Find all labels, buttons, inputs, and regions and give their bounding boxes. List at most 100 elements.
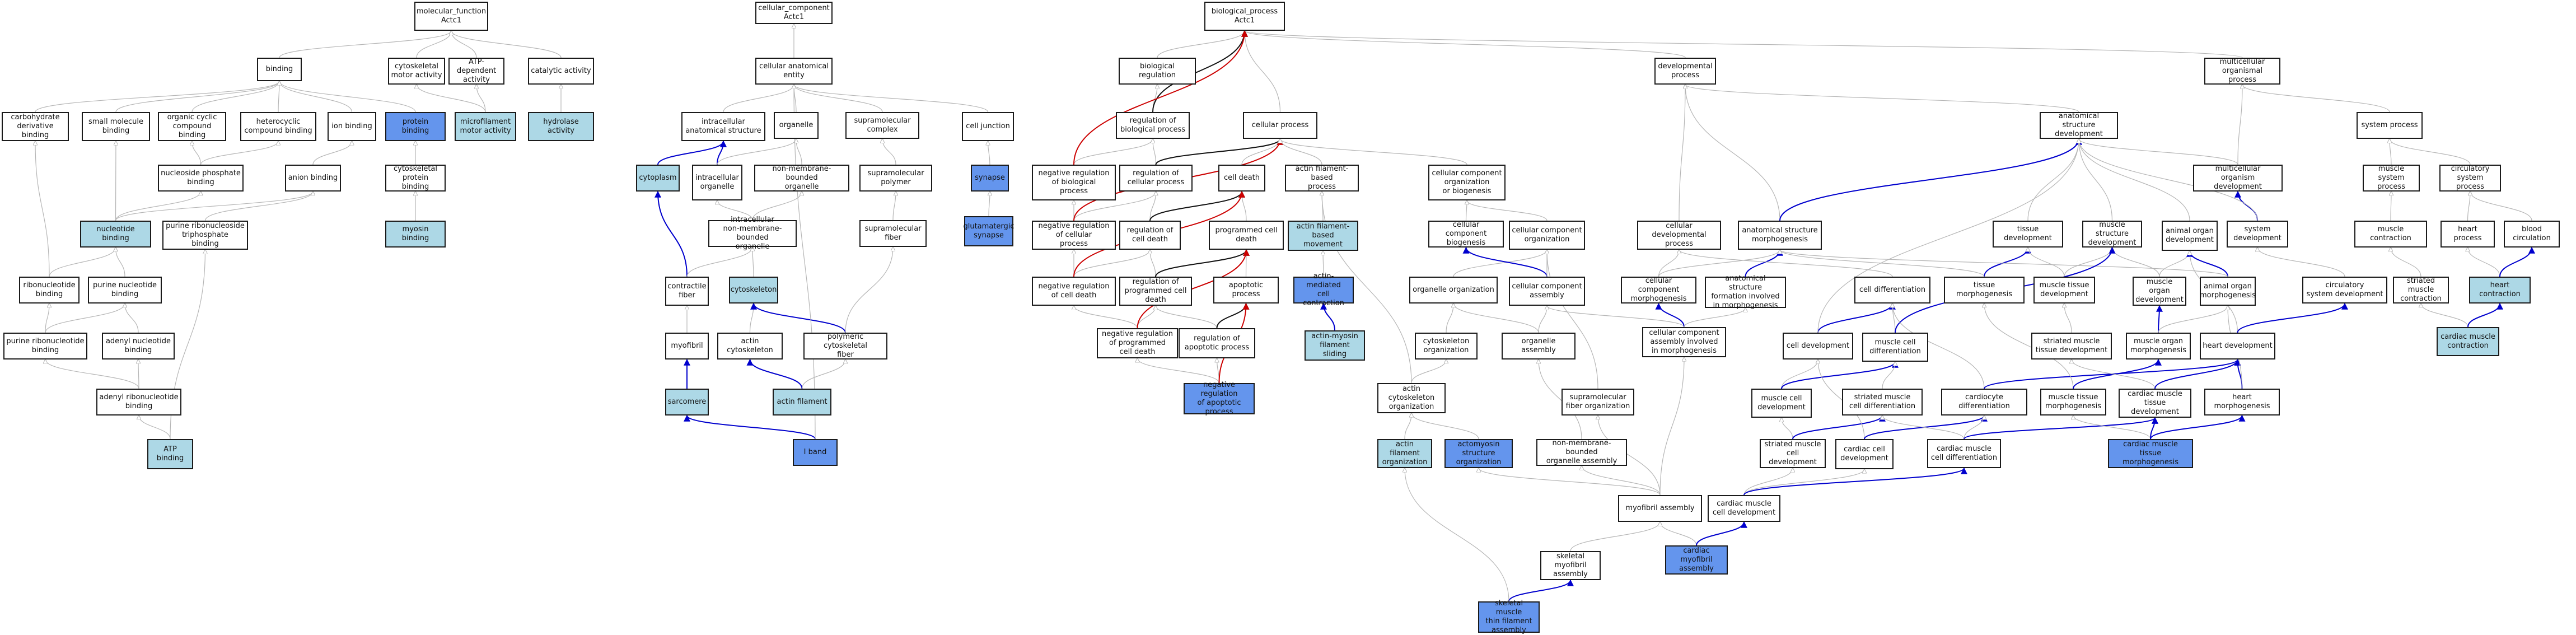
go-term-node-muscle-organ-morph[interactable]: muscle organ morphogenesis xyxy=(2126,333,2191,359)
go-term-node-muscle-tissue-dev[interactable]: muscle tissue development xyxy=(2033,277,2095,304)
go-term-node-blood-circ[interactable]: blood circulation xyxy=(2504,221,2560,248)
go-term-node-reg-pcd[interactable]: regulation of programmed cell death xyxy=(1119,277,1192,306)
go-term-node-cytoskeleton[interactable]: cytoskeleton xyxy=(729,277,778,304)
go-term-node-neg-reg-cell-death[interactable]: negative regulation of cell death xyxy=(1032,277,1116,306)
go-term-node-heart-process[interactable]: heart process xyxy=(2441,221,2495,248)
go-term-node-sarcomere[interactable]: sarcomere xyxy=(665,389,709,415)
go-term-node-cytoskel-org[interactable]: cytoskeleton organization xyxy=(1415,333,1478,359)
go-term-node-muscle-cell-dev[interactable]: muscle cell development xyxy=(1751,389,1812,418)
go-term-node-neg-reg-pcd[interactable]: negative regulation of programmed cell d… xyxy=(1097,328,1178,358)
go-term-node-animal-organ-morph[interactable]: animal organ morphogenesis xyxy=(2200,277,2256,306)
go-term-node-supramol-polymer[interactable]: supramolecular polymer xyxy=(859,165,932,192)
go-term-node-catalytic[interactable]: catalytic activity xyxy=(528,58,594,85)
go-term-node-system-dev[interactable]: system development xyxy=(2227,221,2288,248)
go-term-node-animal-organ-dev[interactable]: animal organ development xyxy=(2162,221,2218,251)
go-term-node-cardiac-myofibril[interactable]: cardiac myofibril assembly xyxy=(1665,545,1728,575)
go-term-node-contractile-fiber[interactable]: contractile fiber xyxy=(665,277,709,306)
go-term-node-org-cyclic[interactable]: organic cyclic compound binding xyxy=(158,112,226,141)
go-term-node-system-process[interactable]: system process xyxy=(2357,112,2423,139)
go-term-node-cardiac-tissue-morph[interactable]: cardiac muscle tissue morphogenesis xyxy=(2108,439,2193,468)
go-term-node-actin-cytoskel[interactable]: actin cytoskeleton xyxy=(717,333,783,359)
go-term-node-intracell-anat[interactable]: intracellular anatomical structure xyxy=(681,112,765,141)
go-term-node-small-mol[interactable]: small molecule binding xyxy=(82,112,150,141)
go-term-node-neg-reg-cell-proc[interactable]: negative regulation of cellular process xyxy=(1032,221,1116,250)
go-term-node-synapse[interactable]: synapse xyxy=(971,165,1009,192)
go-term-node-organelle-org[interactable]: organelle organization xyxy=(1409,277,1498,304)
go-term-node-striated-cell-dev[interactable]: striated muscle cell development xyxy=(1760,439,1826,468)
go-term-node-striated-contraction[interactable]: striated muscle contraction xyxy=(2393,277,2449,304)
go-term-node-myofibril[interactable]: myofibril xyxy=(665,333,709,359)
go-term-node-mf[interactable]: molecular_function Actc1 xyxy=(414,2,488,31)
go-term-node-cc-assembly-morph[interactable]: cellular component assembly involved in … xyxy=(1642,327,1726,357)
go-term-node-muscle-tissue-morph[interactable]: muscle tissue morphogenesis xyxy=(2040,389,2106,415)
go-term-node-hydrolase[interactable]: hydrolase activity xyxy=(528,112,594,141)
go-term-node-nucleoside-phos[interactable]: nucleoside phosphate binding xyxy=(158,165,244,192)
go-term-node-tissue-dev[interactable]: tissue development xyxy=(1993,221,2063,248)
go-term-node-reg-bio-proc[interactable]: regulation of biological process xyxy=(1116,112,1190,139)
go-term-node-cell-junction[interactable]: cell junction xyxy=(962,112,1014,141)
go-term-node-skeletal-myofibril[interactable]: skeletal myofibril assembly xyxy=(1540,551,1601,580)
go-term-node-cytoskel-motor[interactable]: cytoskeletal motor activity xyxy=(388,58,445,85)
go-term-node-anat-struct-morph[interactable]: anatomical structure morphogenesis xyxy=(1738,221,1822,250)
go-term-node-adenyl-nuc[interactable]: adenyl nucleotide binding xyxy=(102,333,175,359)
go-term-node-cardiac-cell-dev[interactable]: cardiac muscle cell development xyxy=(1708,495,1780,522)
go-term-node-ribonucleotide[interactable]: ribonucleotide binding xyxy=(19,277,80,304)
go-term-node-circ-sys-proc[interactable]: circulatory system process xyxy=(2439,165,2501,192)
go-term-node-nonmem-assembly[interactable]: non-membrane-bounded organelle assembly xyxy=(1536,439,1627,466)
go-term-node-supramol-fiber-org[interactable]: supramolecular fiber organization xyxy=(1562,389,1634,415)
go-term-node-nucleotide-binding[interactable]: nucleotide binding xyxy=(80,221,151,248)
go-term-node-atp-dep[interactable]: ATP-dependent activity xyxy=(448,58,504,85)
go-term-node-cell-diff[interactable]: cell differentiation xyxy=(1854,277,1930,304)
go-term-node-skel-thin-filament[interactable]: skeletal muscle thin filament assembly xyxy=(1478,599,1540,634)
go-term-node-cc-biogenesis[interactable]: cellular component biogenesis xyxy=(1428,221,1504,248)
go-term-node-cytoplasm[interactable]: cytoplasm xyxy=(636,165,680,192)
go-term-node-myofibril-assembly[interactable]: myofibril assembly xyxy=(1618,495,1702,522)
go-term-node-anat-formation[interactable]: anatomical structure formation involved … xyxy=(1705,274,1786,310)
go-term-node-bio-reg[interactable]: biological regulation xyxy=(1119,58,1196,85)
go-term-node-actin-fil-org[interactable]: actin filament organization xyxy=(1377,439,1432,468)
go-term-node-cellular-process[interactable]: cellular process xyxy=(1243,112,1317,139)
go-term-node-purine-ribonuc[interactable]: purine ribonucleotide binding xyxy=(3,333,87,359)
go-term-node-striated-cell-diff[interactable]: striated muscle cell differentiation xyxy=(1842,389,1923,415)
go-term-node-neg-reg-bio[interactable]: negative regulation of biological proces… xyxy=(1032,165,1116,200)
go-term-node-muscle-organ-dev[interactable]: muscle organ development xyxy=(2133,277,2186,306)
go-term-node-iband[interactable]: I band xyxy=(793,439,838,466)
go-term-node-actin-cytoskel-org[interactable]: actin cytoskeleton organization xyxy=(1377,383,1446,413)
go-term-node-adenyl-ribonuc[interactable]: adenyl ribonucleotide binding xyxy=(96,389,181,415)
go-term-node-actomyosin-org[interactable]: actomyosin structure organization xyxy=(1444,439,1513,468)
go-term-node-cc[interactable]: cellular_component Actc1 xyxy=(755,2,833,24)
go-term-node-cc-org-biogen[interactable]: cellular component organization or bioge… xyxy=(1428,165,1506,200)
go-term-node-multicell-org-dev[interactable]: multicellular organism development xyxy=(2193,165,2283,192)
go-term-node-multicell-org-proc[interactable]: multicellular organismal process xyxy=(2204,58,2280,85)
go-term-node-carb-deriv[interactable]: carbohydrate derivative binding xyxy=(2,112,69,141)
go-term-node-supramol-complex[interactable]: supramolecular complex xyxy=(845,112,919,139)
go-term-node-cell-death[interactable]: cell death xyxy=(1218,165,1265,192)
go-term-node-atp-binding[interactable]: ATP binding xyxy=(147,439,193,469)
go-term-node-pcd[interactable]: programmed cell death xyxy=(1209,221,1284,250)
go-term-node-anat-struct-dev[interactable]: anatomical structure development xyxy=(2040,112,2118,139)
go-term-node-actin-fil-process[interactable]: actin filament-based process xyxy=(1285,165,1359,192)
go-term-node-bp[interactable]: biological_process Actc1 xyxy=(1204,2,1285,31)
go-term-node-muscle-sys-proc[interactable]: muscle system process xyxy=(2363,165,2420,192)
go-term-node-organelle[interactable]: organelle xyxy=(774,112,819,139)
go-term-node-striated-tissue-dev[interactable]: striated muscle tissue development xyxy=(2031,333,2112,359)
go-term-node-heart-contraction[interactable]: heart contraction xyxy=(2469,277,2531,304)
go-term-node-cardiocyte-diff[interactable]: cardiocyte differentiation xyxy=(1941,389,2027,415)
go-term-node-intracell-nonmem[interactable]: intracellular non-membrane-bounded organ… xyxy=(708,216,797,251)
go-term-node-anion-binding[interactable]: anion binding xyxy=(285,165,341,192)
go-term-node-cc-assembly[interactable]: cellular component assembly xyxy=(1509,277,1585,306)
go-term-node-ion-binding[interactable]: ion binding xyxy=(328,112,376,141)
go-term-node-glut-synapse[interactable]: glutamatergic synapse xyxy=(963,216,1014,246)
go-term-node-actin-myosin-sliding[interactable]: actin-myosin filament sliding xyxy=(1305,330,1365,361)
go-term-node-reg-cell-proc[interactable]: regulation of cellular process xyxy=(1119,165,1193,192)
go-term-node-muscle-struct-dev[interactable]: muscle structure development xyxy=(2082,221,2142,248)
go-term-node-poly-cytoskel-fiber[interactable]: polymeric cytoskeletal fiber xyxy=(803,333,887,359)
go-term-node-actin-fil-movement[interactable]: actin filament-based movement xyxy=(1288,221,1358,251)
go-term-node-muscle-cell-diff[interactable]: muscle cell differentiation xyxy=(1862,333,1928,362)
go-term-node-nonmem-organelle[interactable]: non-membrane-bounded organelle xyxy=(754,165,849,192)
go-term-node-heterocyclic[interactable]: heterocyclic compound binding xyxy=(240,112,316,141)
go-term-node-cytoskel-protein[interactable]: cytoskeletal protein binding xyxy=(385,165,446,192)
go-term-node-cell-development[interactable]: cell development xyxy=(1783,333,1853,359)
go-term-node-cell-dev-process[interactable]: cellular developmental process xyxy=(1637,221,1721,250)
go-term-node-heart-dev[interactable]: heart development xyxy=(2200,333,2275,359)
